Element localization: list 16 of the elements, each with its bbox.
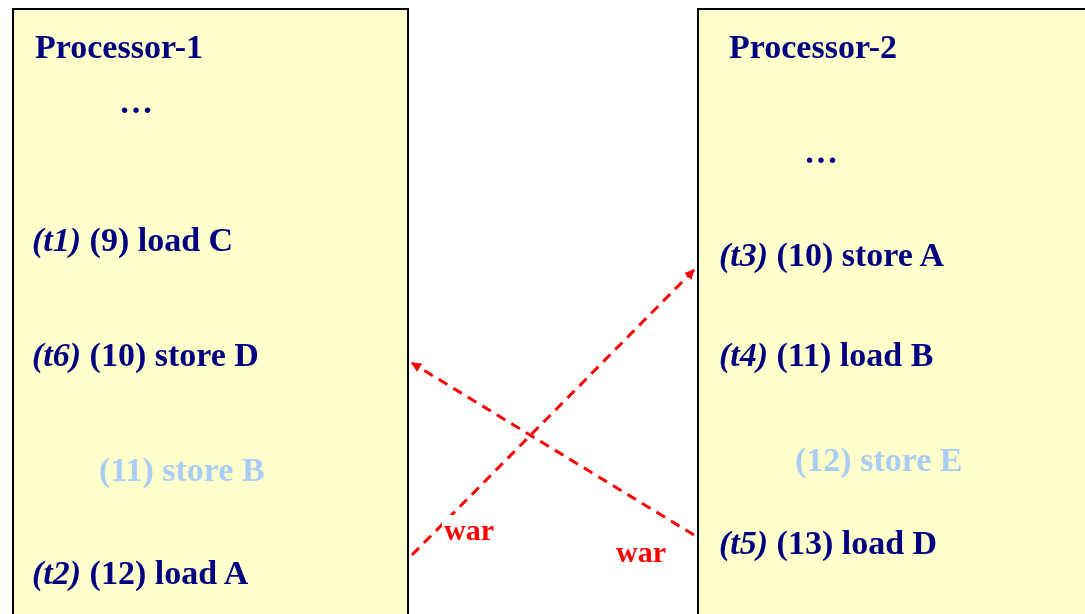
instruction-text: (t1) (9) load C	[32, 220, 407, 260]
instruction-text: (t6) (10) store D	[32, 335, 407, 375]
panel-heading: Processor-1	[34, 27, 204, 64]
instruction-text: (t3) (10) store A	[699, 235, 1085, 275]
instruction-text: …	[119, 82, 153, 122]
instruction-text: (12) store E	[699, 440, 1085, 480]
processor-panel	[12, 8, 409, 614]
dashed-arrow	[410, 268, 696, 557]
instruction-text: (t4) (11) load B	[699, 335, 1085, 375]
instruction-text: …	[804, 132, 838, 172]
dashed-arrow	[411, 361, 695, 537]
instruction-text: (11) store B	[99, 450, 407, 490]
instruction-text: (t5) (13) load D	[699, 523, 1085, 563]
instruction-text: (t2) (12) load A	[32, 553, 407, 593]
panel-heading: Processor-2	[728, 27, 898, 64]
processor-panel	[697, 8, 1085, 614]
